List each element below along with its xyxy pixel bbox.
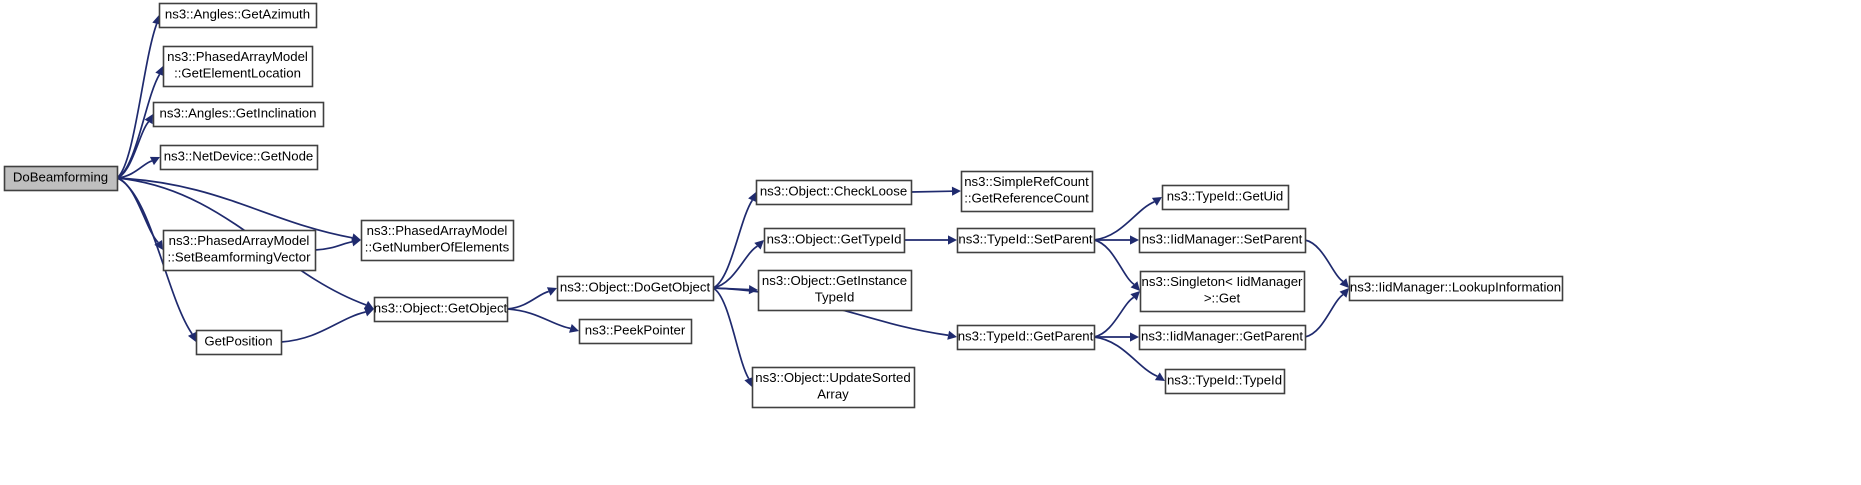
node-rect[interactable] [1138, 324, 1307, 351]
edge-ns3-object-dogetobject-to-ns3-object-checkloose [712, 192, 757, 289]
edge-ns3-object-dogetobject-to-ns3-object-gettypeid [712, 240, 764, 289]
node-ns3-iidmanager-lookupinformation[interactable]: ns3::IidManager::LookupInformation [1348, 275, 1564, 302]
arrow-head-icon [546, 287, 557, 296]
arrow-head-icon [1154, 372, 1165, 381]
edge-getposition-to-ns3-object-getobject [280, 307, 374, 343]
edge-dobeamforming-to-ns3-phasedarraymodel-setbeamformingvector [116, 177, 163, 250]
node-ns3-typeid-typeid[interactable]: ns3::TypeId::TypeId [1164, 368, 1286, 395]
arrow-head-icon [351, 237, 361, 247]
node-layer: DoBeamforming ns3::Angles::GetAzimuthns3:… [3, 2, 1564, 409]
edge-dobeamforming-to-ns3-angles-getazimuth [116, 15, 162, 179]
node-rect[interactable] [158, 2, 318, 29]
arrow-head-icon [1130, 291, 1140, 301]
node-ns3-typeid-getuid[interactable]: ns3::TypeId::GetUid [1161, 184, 1290, 211]
arrow-head-icon [154, 239, 163, 250]
arrow-head-icon [149, 156, 160, 166]
node-ns3-iidmanager-setparent[interactable]: ns3::IidManager::SetParent [1138, 227, 1307, 254]
edge-ns3-typeid-getparent-to-ns3-singleton-iidmanager-get [1093, 291, 1140, 338]
edge-ns3-typeid-setparent-to-ns3-singleton-iidmanager-get [1093, 239, 1140, 291]
edge-dobeamforming-to-ns3-netdevice-getnode [116, 156, 160, 179]
edge-dobeamforming-to-ns3-angles-getinclination [116, 114, 153, 179]
node-ns3-netdevice-getnode[interactable]: ns3::NetDevice::GetNode [159, 144, 319, 171]
node-getposition[interactable]: GetPosition [195, 329, 283, 356]
node-rect[interactable] [751, 366, 916, 409]
node-ns3-iidmanager-getparent[interactable]: ns3::IidManager::GetParent [1138, 324, 1307, 351]
edge-ns3-phasedarraymodel-setbeamformingvector-to-ns3-phasedarraymodel-getnumberofelements [314, 237, 361, 251]
edge-ns3-typeid-setparent-to-ns3-typeid-getuid [1093, 197, 1162, 241]
edge-dobeamforming-to-getposition [116, 177, 197, 342]
arrow-head-icon [748, 285, 758, 295]
node-rect[interactable] [162, 45, 314, 88]
edge-ns3-iidmanager-setparent-to-ns3-iidmanager-lookupinformation [1304, 239, 1349, 288]
node-rect[interactable] [152, 101, 325, 128]
node-rect[interactable] [556, 275, 715, 302]
node-dobeamforming[interactable]: DoBeamforming [3, 165, 119, 192]
arrow-head-icon [1339, 278, 1349, 288]
root-node-rect[interactable] [3, 165, 119, 192]
edge-ns3-object-checkloose-to-ns3-simplerefcount-getreferencecount [910, 186, 961, 196]
node-rect[interactable] [360, 219, 515, 262]
node-rect[interactable] [1138, 227, 1307, 254]
arrow-head-icon [1151, 197, 1162, 206]
edge-ns3-typeid-getparent-to-ns3-typeid-typeid [1093, 336, 1165, 381]
node-ns3-object-gettypeid[interactable]: ns3::Object::GetTypeId [763, 227, 906, 254]
node-rect[interactable] [159, 144, 319, 171]
edge-ns3-typeid-getparent-to-ns3-iidmanager-getparent [1094, 332, 1139, 342]
edge-ns3-iidmanager-getparent-to-ns3-iidmanager-lookupinformation [1304, 288, 1349, 338]
node-ns3-phasedarraymodel-setbeamformingvector[interactable]: ns3::PhasedArrayModel::SetBeamformingVec… [162, 229, 317, 272]
node-rect[interactable] [956, 227, 1096, 254]
node-rect[interactable] [763, 227, 906, 254]
node-rect[interactable] [755, 179, 913, 206]
node-rect[interactable] [960, 170, 1094, 213]
node-ns3-object-checkloose[interactable]: ns3::Object::CheckLoose [755, 179, 913, 206]
node-rect[interactable] [1164, 368, 1286, 395]
node-ns3-object-getobject[interactable]: ns3::Object::GetObject [373, 296, 509, 323]
arrow-head-icon [187, 331, 197, 342]
arrow-head-icon [947, 330, 957, 340]
edge-ns3-typeid-setparent-to-ns3-iidmanager-setparent [1094, 235, 1139, 245]
node-ns3-phasedarraymodel-getnumberofelements[interactable]: ns3::PhasedArrayModel::GetNumberOfElemen… [360, 219, 515, 262]
arrow-head-icon [155, 66, 164, 77]
node-ns3-angles-getazimuth[interactable]: ns3::Angles::GetAzimuth [158, 2, 318, 29]
edge-layer [116, 15, 1349, 387]
arrow-head-icon [951, 186, 961, 196]
arrow-head-icon [1130, 332, 1139, 342]
arrow-head-icon [1130, 281, 1140, 291]
arrow-head-icon [363, 300, 374, 310]
arrow-head-icon [744, 376, 753, 387]
node-ns3-typeid-setparent[interactable]: ns3::TypeId::SetParent [956, 227, 1096, 254]
arrow-head-icon [569, 323, 579, 333]
node-rect[interactable] [162, 229, 317, 272]
node-ns3-simplerefcount-getreferencecount[interactable]: ns3::SimpleRefCount::GetReferenceCount [960, 170, 1094, 213]
edge-ns3-object-gettypeid-to-ns3-typeid-setparent [904, 235, 957, 245]
edge-ns3-object-dogetobject-to-ns3-object-updatesortedarray [712, 287, 753, 387]
arrow-head-icon [363, 307, 374, 317]
node-rect[interactable] [1139, 270, 1306, 313]
node-rect[interactable] [373, 296, 509, 323]
arrow-head-icon [748, 192, 757, 203]
arrow-head-icon [948, 235, 957, 245]
arrow-head-icon [1339, 288, 1349, 298]
node-ns3-singleton-iidmanager-get[interactable]: ns3::Singleton< IidManager>::Get [1139, 270, 1306, 313]
node-rect[interactable] [1348, 275, 1564, 302]
node-ns3-peekpointer[interactable]: ns3::PeekPointer [578, 318, 693, 345]
node-rect[interactable] [578, 318, 693, 345]
arrow-head-icon [144, 114, 153, 125]
node-rect[interactable] [1161, 184, 1290, 211]
edge-ns3-object-getobject-to-ns3-object-dogetobject [506, 287, 557, 310]
node-ns3-object-dogetobject[interactable]: ns3::Object::DoGetObject [556, 275, 715, 302]
arrow-head-icon [754, 240, 764, 250]
node-ns3-phasedarraymodel-getelementlocation[interactable]: ns3::PhasedArrayModel::GetElementLocatio… [162, 45, 314, 88]
node-rect[interactable] [956, 324, 1096, 351]
node-rect[interactable] [757, 269, 913, 312]
node-ns3-typeid-getparent[interactable]: ns3::TypeId::GetParent [956, 324, 1096, 351]
node-ns3-angles-getinclination[interactable]: ns3::Angles::GetInclination [152, 101, 325, 128]
node-rect[interactable] [195, 329, 283, 356]
edge-ns3-object-getobject-to-ns3-peekpointer [506, 308, 579, 333]
arrow-head-icon [1130, 235, 1139, 245]
